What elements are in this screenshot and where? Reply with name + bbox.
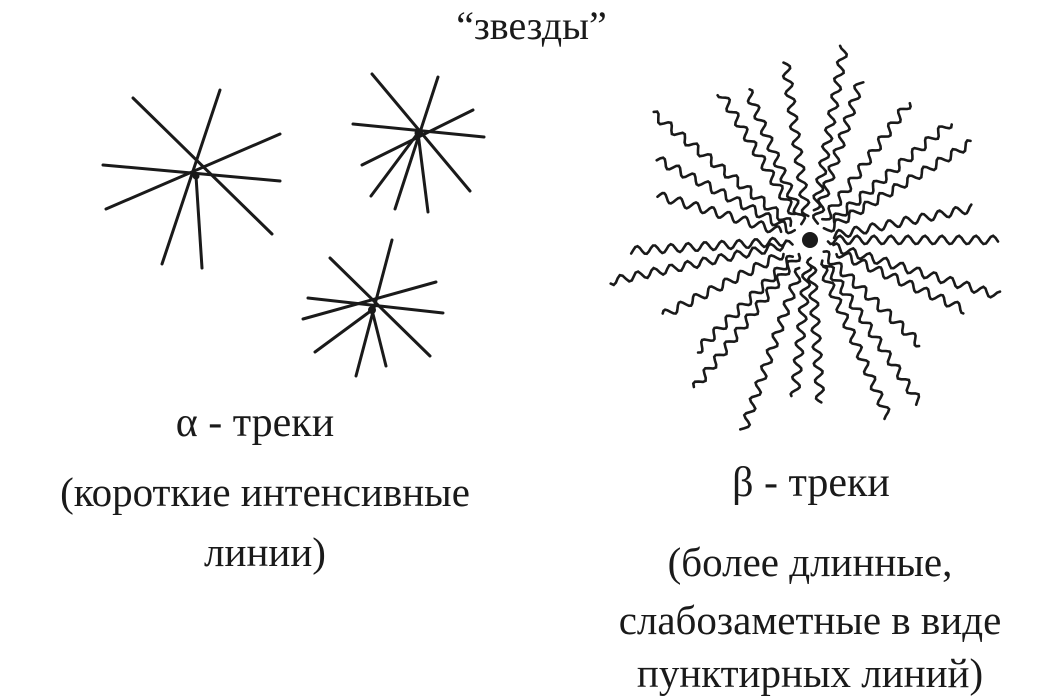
beta-track-18: [716, 94, 797, 216]
beta-track-19: [746, 88, 807, 226]
beta-track-23: [821, 101, 912, 221]
alpha-star-2: [351, 72, 486, 214]
beta-track-1: [826, 234, 1000, 246]
beta-track-13: [609, 239, 794, 287]
alpha-tracks-description-line-2: линии): [204, 529, 326, 575]
beta-track-25: [822, 138, 972, 233]
beta-track-5: [820, 259, 921, 406]
alpha-tracks-heading: α - треки: [175, 400, 335, 446]
beta-track-15: [656, 191, 783, 234]
beta-track-24: [832, 123, 953, 224]
beta-track-14: [629, 236, 788, 256]
beta-track-2: [832, 241, 1002, 299]
beta-tracks-description-line-1: (более длинные,: [667, 539, 953, 585]
beta-track-9: [739, 266, 802, 431]
beta-track-10: [691, 252, 802, 389]
beta-track-22: [812, 81, 865, 225]
beta-track-11: [696, 254, 795, 354]
alpha-tracks-description-line-1: (короткие интенсивные: [60, 469, 470, 515]
beta-track-16: [655, 156, 796, 235]
alpha-star-1: [101, 88, 282, 270]
beta-track-3: [835, 251, 965, 315]
beta-star-center: [802, 232, 818, 248]
beta-tracks-description-line-3: пунктирных линий): [636, 650, 984, 696]
beta-track-26: [832, 203, 973, 240]
beta-tracks-description-line-2: слабозаметные в виде: [618, 597, 1002, 643]
alpha-star-3: [301, 238, 445, 378]
beta-track-7: [805, 256, 825, 404]
beta-track-8: [789, 262, 813, 398]
beta-track-20: [781, 61, 811, 218]
beta-track-6: [821, 265, 891, 421]
beta-track-21: [812, 44, 849, 212]
diagram-title: “звезды”: [456, 3, 607, 48]
beta-star: [609, 44, 1002, 431]
beta-track-17: [652, 110, 793, 228]
beta-track-4: [822, 249, 921, 348]
beta-track-12: [661, 252, 785, 315]
beta-tracks-heading: β - треки: [732, 460, 890, 506]
